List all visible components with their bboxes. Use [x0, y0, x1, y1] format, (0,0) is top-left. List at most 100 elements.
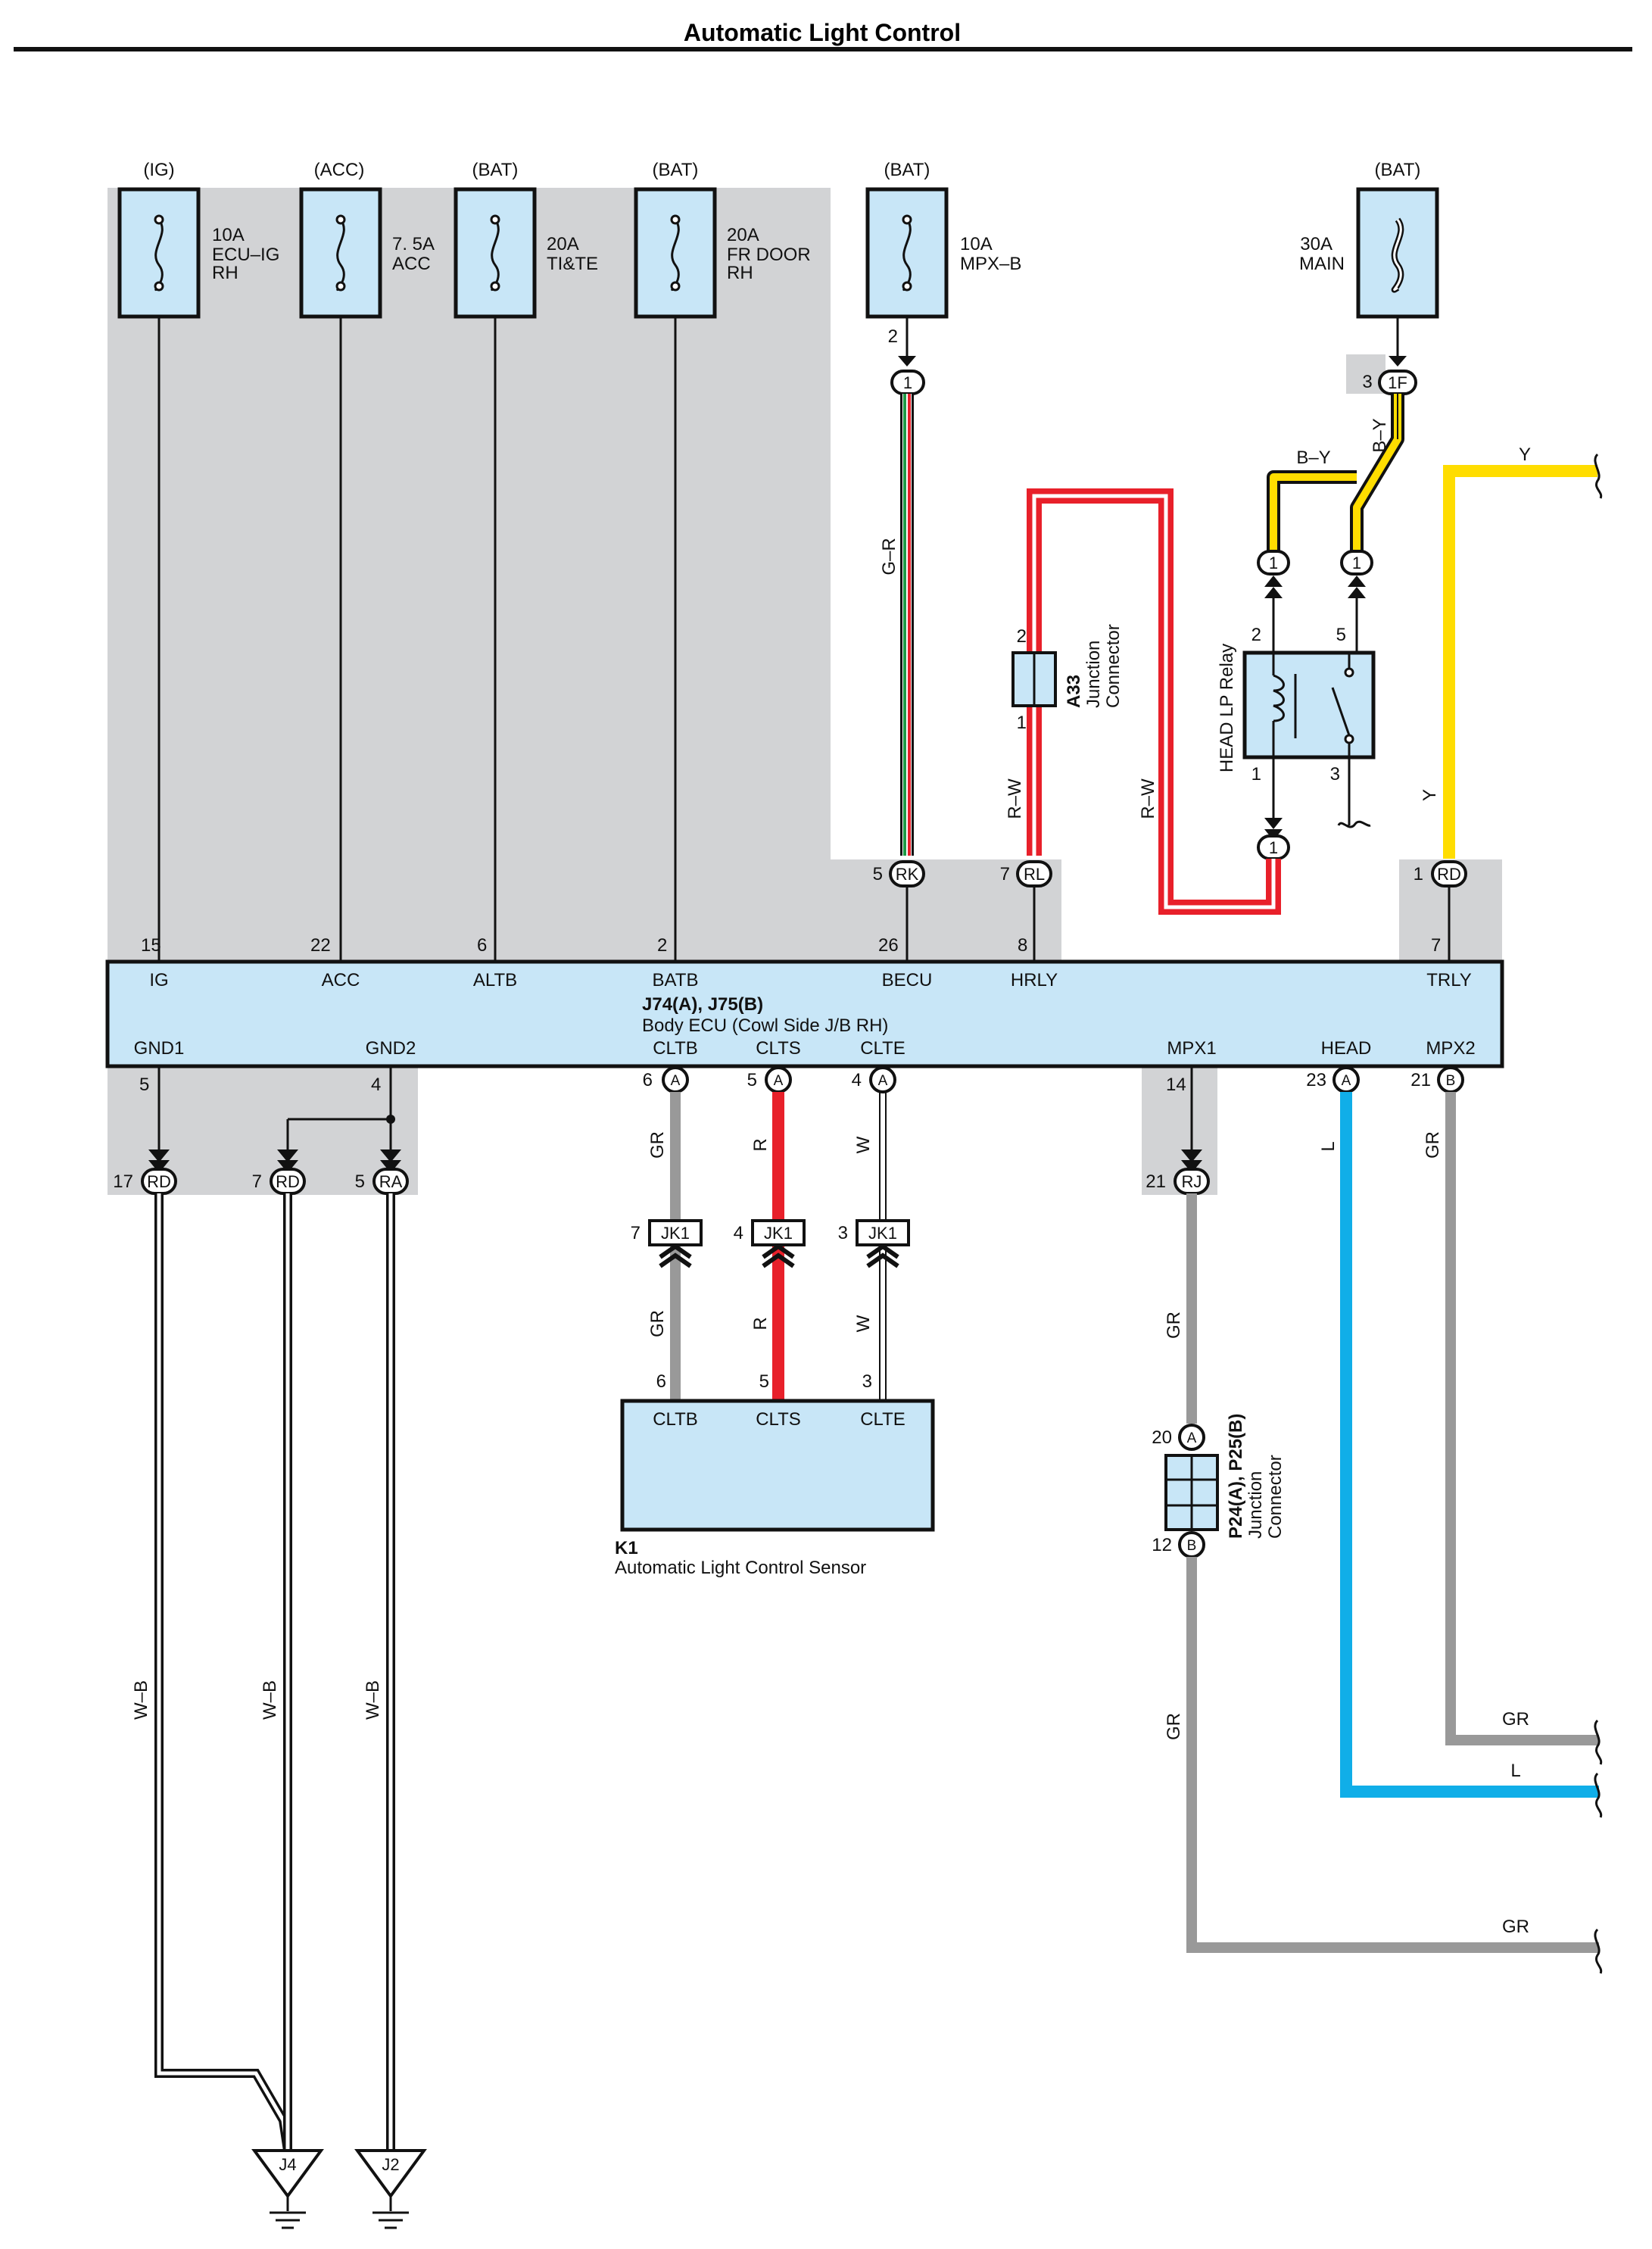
fuse-box [634, 187, 717, 319]
ecu-terminal-gnd1: GND1 [134, 1038, 185, 1059]
fuse-box [117, 187, 201, 319]
wire-label-r-w: R–W [1138, 778, 1158, 819]
svg-text:GR: GR [1502, 1917, 1529, 1937]
relay-coil-icon [1273, 674, 1285, 722]
wire-y [1443, 465, 1597, 859]
connector-id: RK [896, 865, 919, 884]
pin-number: 3 [1362, 372, 1372, 392]
svg-text:12: 12 [1152, 1535, 1172, 1555]
ecu-terminal-head: HEAD [1321, 1038, 1372, 1059]
svg-text:4: 4 [371, 1075, 381, 1095]
pin-number: 15 [141, 935, 161, 956]
pin-number: 5 [873, 864, 883, 884]
connector-arrow-icon [762, 1243, 795, 1268]
fuse-rating: 20A [727, 225, 759, 245]
svg-text:3: 3 [862, 1371, 872, 1392]
svg-text:R: R [750, 1317, 771, 1330]
svg-text:RD: RD [1437, 865, 1461, 884]
connector-arrow-icon [1264, 576, 1283, 598]
head-lp-relay: HEAD LP Relay 2 5 1 3 1 [1217, 625, 1376, 860]
ground-j4-label: J4 [279, 2155, 296, 2174]
connector-arrow-icon [866, 1243, 899, 1268]
ecu-terminal-ig: IG [149, 970, 168, 990]
pin-number: 2 [888, 326, 898, 347]
connector-arrow-icon [277, 1149, 298, 1173]
y-circuit: Y Y RD 1 [1414, 444, 1603, 960]
ecu-id: J74(A), J75(B) [642, 994, 763, 1015]
p24-id: P24(A), P25(B) [1226, 1414, 1246, 1539]
fuse-rating: 10A [960, 234, 993, 254]
light-control-sensor: 6 5 3 CLTB CLTS CLTE K1 Automatic Light … [615, 1371, 935, 1578]
fuse-box [299, 187, 382, 319]
fuse-ti-te: (BAT) 20A TI&TE [454, 160, 598, 319]
body-ecu: 15 IG 22 ACC 6 ALTB 2 BATB 26 BECU 8 HRL… [105, 935, 1504, 1068]
ground-j2-label: J2 [382, 2155, 399, 2174]
relay-name: HEAD LP Relay [1217, 644, 1237, 772]
svg-text:5: 5 [355, 1171, 365, 1192]
pin-number: 1 [1017, 713, 1027, 733]
svg-text:CLTB: CLTB [653, 1409, 698, 1430]
wire-break-icon [1594, 1928, 1603, 1974]
fusible-link-box [1356, 187, 1439, 319]
connector-arrow-icon [1348, 576, 1366, 598]
fuse-supply-label: (BAT) [653, 160, 699, 180]
fuse-rating: 30A [1300, 234, 1333, 254]
svg-text:L: L [1510, 1761, 1520, 1781]
connector-id: 1F [1388, 373, 1407, 392]
svg-text:L: L [1318, 1141, 1339, 1151]
wire-label-w-b: W–B [363, 1680, 383, 1720]
pin-number: 2 [657, 935, 667, 956]
svg-text:R: R [750, 1138, 771, 1151]
svg-text:GR: GR [647, 1310, 668, 1337]
fuse-acc: (ACC) 7. 5A ACC [299, 160, 435, 319]
svg-text:1: 1 [1269, 554, 1278, 572]
fuse-main: (BAT) 30A MAIN [1299, 160, 1439, 319]
ecu-terminal-hrly: HRLY [1011, 970, 1058, 990]
fuse-supply-label: (ACC) [314, 160, 365, 180]
svg-text:6: 6 [643, 1070, 653, 1090]
wire-label-r-w: R–W [1005, 778, 1025, 819]
fuse-name: FR DOOR [727, 245, 811, 265]
wire-b-y-branch [1270, 473, 1357, 560]
fuse-rating: 10A [212, 225, 245, 245]
svg-text:1: 1 [1352, 554, 1361, 572]
fuse-name: ACC [392, 254, 431, 274]
wire-label-y: Y [1420, 789, 1440, 801]
title-rule [14, 47, 1632, 51]
mpx2-circuit: GR GR [1423, 1092, 1603, 1765]
fuse-rating: 7. 5A [392, 234, 435, 254]
svg-text:GR: GR [1502, 1709, 1529, 1730]
fuse-name2: RH [727, 263, 753, 283]
pin-number: 26 [878, 935, 899, 956]
wire-gr-mpx2 [1445, 1092, 1599, 1745]
svg-text:4: 4 [852, 1070, 862, 1090]
fuse-supply-label: (BAT) [472, 160, 519, 180]
svg-text:CLTE: CLTE [860, 1409, 905, 1430]
ecu-name: Body ECU (Cowl Side J/B RH) [642, 1015, 888, 1036]
ecu-terminal-acc: ACC [322, 970, 360, 990]
pin-number: 7 [1000, 864, 1010, 884]
wire-r-w [1032, 494, 1276, 909]
wire-l-head [1340, 1092, 1599, 1798]
wire-gr-mpx1 [1186, 1557, 1599, 1953]
svg-text:JK1: JK1 [868, 1224, 897, 1243]
svg-text:21: 21 [1145, 1171, 1166, 1192]
fuse-name: MAIN [1299, 254, 1345, 274]
ecu-terminal-becu: BECU [882, 970, 933, 990]
svg-text:Junction: Junction [1083, 641, 1104, 708]
r-w-circuit: R–W R–W 2 1 A33 Junction Connector RL 7 [1000, 488, 1281, 960]
svg-text:4: 4 [734, 1223, 743, 1243]
fuse-supply-label: (BAT) [1375, 160, 1421, 180]
ecu-terminal-mpx2: MPX2 [1426, 1038, 1475, 1059]
wire-label-b-y: B–Y [1370, 418, 1390, 452]
wire-w-b [157, 1193, 290, 2151]
pin-number: 6 [477, 935, 487, 956]
main-circuit: 3 1F B–Y B–Y 1 1 [1257, 317, 1417, 651]
svg-text:7: 7 [252, 1171, 262, 1192]
sensor-box [620, 1399, 935, 1532]
wire-label-y: Y [1519, 444, 1531, 465]
svg-text:5: 5 [747, 1070, 757, 1090]
wire-label-g-r: G–R [879, 538, 899, 575]
relay-switch-icon [1331, 687, 1351, 736]
